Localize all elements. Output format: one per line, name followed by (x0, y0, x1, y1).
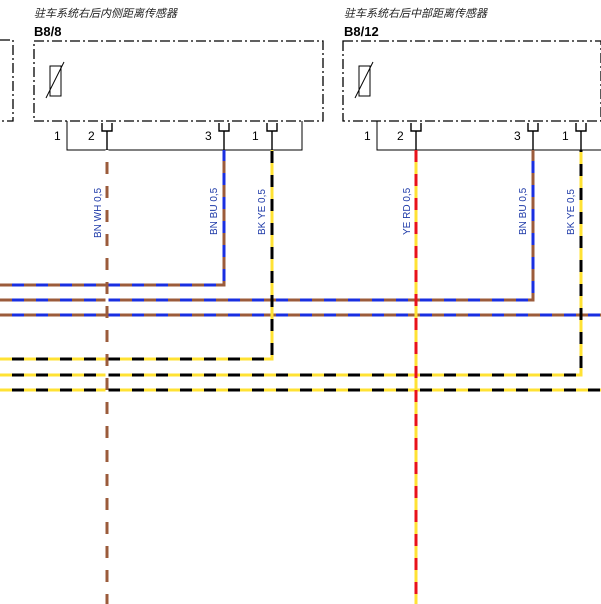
pin-terminal-icon (218, 123, 230, 150)
connector-frame-right (376, 121, 601, 151)
pin-terminal-icon (527, 123, 539, 150)
component-left (33, 40, 324, 122)
pin-number: 3 (514, 129, 521, 143)
wire-group (0, 150, 601, 604)
connector-frame-left (66, 121, 303, 151)
pin-number: 1 (562, 129, 569, 143)
pin-number: 2 (88, 129, 95, 143)
sensor-symbol-icon (354, 61, 374, 99)
pin-terminal-icon (266, 123, 278, 150)
pin-number: 1 (364, 129, 371, 143)
pin-terminal-icon (410, 123, 422, 150)
wire-label: BN BU 0,5 (518, 187, 529, 235)
pin-terminal-icon (575, 123, 587, 150)
pin-number: 1 (252, 129, 259, 143)
wire-label: BN WH 0,5 (93, 188, 104, 238)
component-box-left (33, 40, 324, 122)
pin-terminals (101, 123, 587, 150)
pin-number: 1 (54, 129, 61, 143)
component-title-left: 驻车系统右后内侧距离传感器 (34, 7, 178, 20)
wire-bk-ye-right (0, 150, 583, 377)
component-title-right: 驻车系统右后中部距离传感器 (344, 7, 488, 20)
component-right (342, 40, 601, 122)
component-id-right: B8/12 (344, 24, 379, 39)
wire-label: BK YE 0,5 (566, 189, 577, 235)
component-box-partial (0, 39, 14, 122)
wire-bn-bu-right (0, 150, 535, 302)
pin-terminal-icon (101, 123, 113, 150)
wire-label: YE RD 0,5 (402, 187, 413, 235)
component-id-left: B8/8 (34, 24, 61, 39)
pin-number: 3 (205, 129, 212, 143)
wire-label: BK YE 0,5 (257, 189, 268, 235)
wire-bk-ye-left (0, 150, 274, 361)
wire-label: BN BU 0,5 (209, 187, 220, 235)
pin-number: 2 (397, 129, 404, 143)
wire-bn-bu-left (0, 150, 226, 287)
component-box-right (342, 40, 601, 122)
sensor-symbol-icon (45, 61, 65, 99)
